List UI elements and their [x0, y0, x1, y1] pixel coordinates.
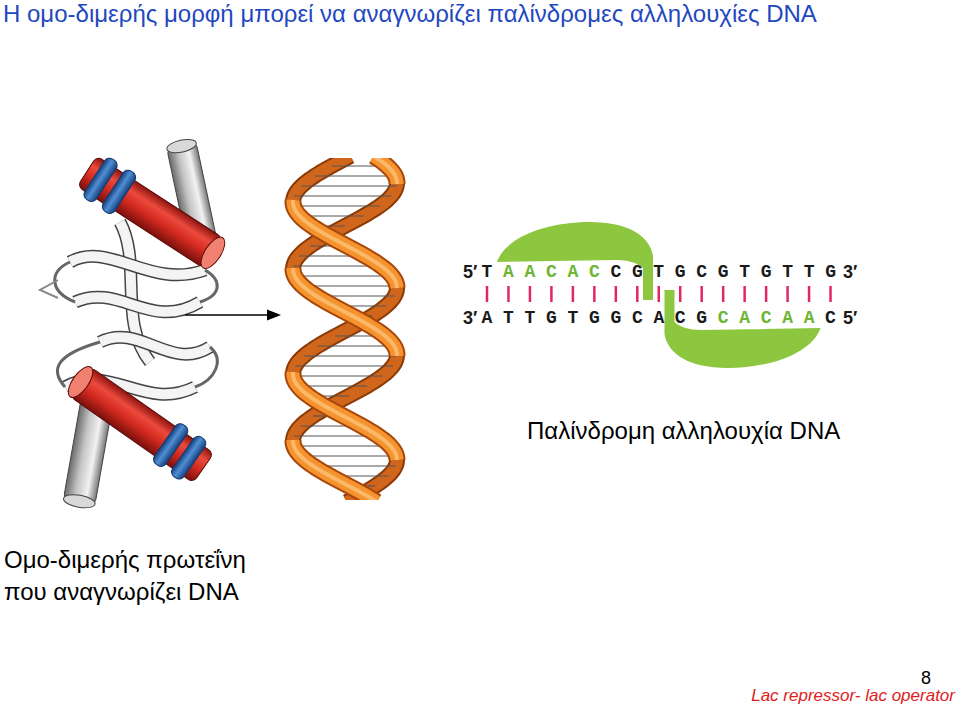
strand-front — [293, 372, 397, 460]
base-pair-tick — [829, 286, 832, 302]
beta-sheet — [200, 270, 217, 302]
strand-front — [374, 158, 397, 184]
base-pair-tick — [507, 286, 510, 302]
sequence-segment: T — [482, 262, 493, 282]
base-pair-tick — [658, 286, 661, 302]
beta-sheet — [70, 256, 205, 275]
base-pairs — [293, 158, 397, 496]
strand-front — [293, 158, 397, 500]
base-pair — [294, 445, 391, 446]
base-pair-tick — [572, 286, 575, 302]
base-pair — [315, 175, 396, 176]
base-pair-tick — [679, 286, 682, 302]
strand-front — [293, 158, 397, 500]
beta-sheet — [75, 297, 200, 312]
strand-front — [293, 200, 397, 288]
dna-helix — [293, 158, 397, 500]
sequence-segment: C — [825, 308, 836, 328]
beta-sheet — [195, 347, 217, 387]
base-pair-tick — [765, 286, 768, 302]
slide-title: Η ομο-διμερής μορφή μπορεί να αναγνωρίζε… — [3, 0, 817, 27]
base-pair-tick — [529, 286, 532, 302]
strand-back — [293, 158, 397, 500]
sequence-segment: A A C A C — [503, 262, 600, 282]
strand-front — [293, 440, 377, 500]
figure-label: Ομο-διμερής πρωτεΐνη που αναγνωρίζει DNA — [4, 544, 294, 608]
strand-end: 3′ — [463, 308, 477, 328]
base-pair-tick — [486, 286, 489, 302]
sequence-segment: C G T G C G T G T T G — [610, 262, 835, 282]
strand-front — [293, 200, 397, 288]
beta-sheet — [55, 262, 75, 302]
red-helix — [74, 151, 233, 277]
source-note: Lac repressor- lac operator — [751, 686, 955, 705]
beta-sheet — [75, 297, 200, 312]
red-helix — [60, 358, 217, 488]
base-pair-ticks — [487, 286, 831, 302]
pointer-arrow — [185, 310, 281, 321]
strand-front — [293, 158, 397, 500]
strand-end: 5′ — [463, 262, 477, 282]
strand-front — [293, 268, 397, 356]
strand-front — [293, 440, 377, 500]
grey-helix — [63, 493, 97, 510]
page-number: 8 — [921, 668, 931, 688]
protein-dimer — [40, 137, 233, 510]
strand-back — [293, 158, 397, 500]
base-pair-tick — [700, 286, 703, 302]
base-pair — [302, 185, 397, 186]
base-pair-tick — [786, 286, 789, 302]
base-pair — [293, 375, 382, 376]
strand-front — [374, 158, 397, 184]
red-helix — [196, 233, 229, 272]
base-pair-tick — [808, 286, 811, 302]
strand-front — [293, 200, 397, 288]
recognition-shape — [497, 222, 653, 300]
recognition-shape — [665, 290, 821, 368]
strand-end: 5′ — [843, 308, 857, 328]
strand-front — [374, 158, 397, 184]
pointer-arrow — [185, 314, 268, 316]
beta-sheet — [70, 256, 205, 275]
sequence-segment: C A C A A — [718, 308, 815, 328]
beta-sheet — [100, 337, 210, 354]
strand-front — [293, 268, 397, 356]
red-helix — [64, 363, 98, 402]
sequence-segment: A T T G T G G C A C G — [482, 308, 707, 328]
pointer-arrow — [267, 310, 281, 321]
strand-front — [293, 372, 397, 460]
strand-front — [293, 268, 397, 356]
base-pair — [304, 355, 397, 356]
strand-front — [293, 372, 397, 460]
base-pair — [318, 345, 394, 346]
recognition-shape — [497, 222, 821, 368]
beta-sheet — [100, 337, 210, 354]
base-pair — [294, 205, 380, 206]
base-pair-tick — [550, 286, 553, 302]
strand-end: 3′ — [843, 262, 857, 282]
grey-helix — [166, 137, 198, 155]
red-helix — [169, 434, 208, 481]
red-helix — [77, 156, 222, 268]
base-pair-tick — [743, 286, 746, 302]
base-pair-tick — [615, 286, 618, 302]
red-helix — [70, 367, 214, 483]
strand-front — [293, 440, 377, 500]
base-pair — [294, 195, 391, 196]
base-pair — [295, 275, 392, 276]
base-pair — [295, 365, 393, 366]
beta-sheet — [40, 280, 58, 298]
base-pair-tick — [722, 286, 725, 302]
base-pair-tick — [593, 286, 596, 302]
figure-label: Παλίνδρομη αλληλουχία DNA — [527, 417, 840, 445]
red-helix — [100, 168, 138, 216]
base-pair — [301, 455, 397, 456]
base-pair-tick — [636, 286, 639, 302]
